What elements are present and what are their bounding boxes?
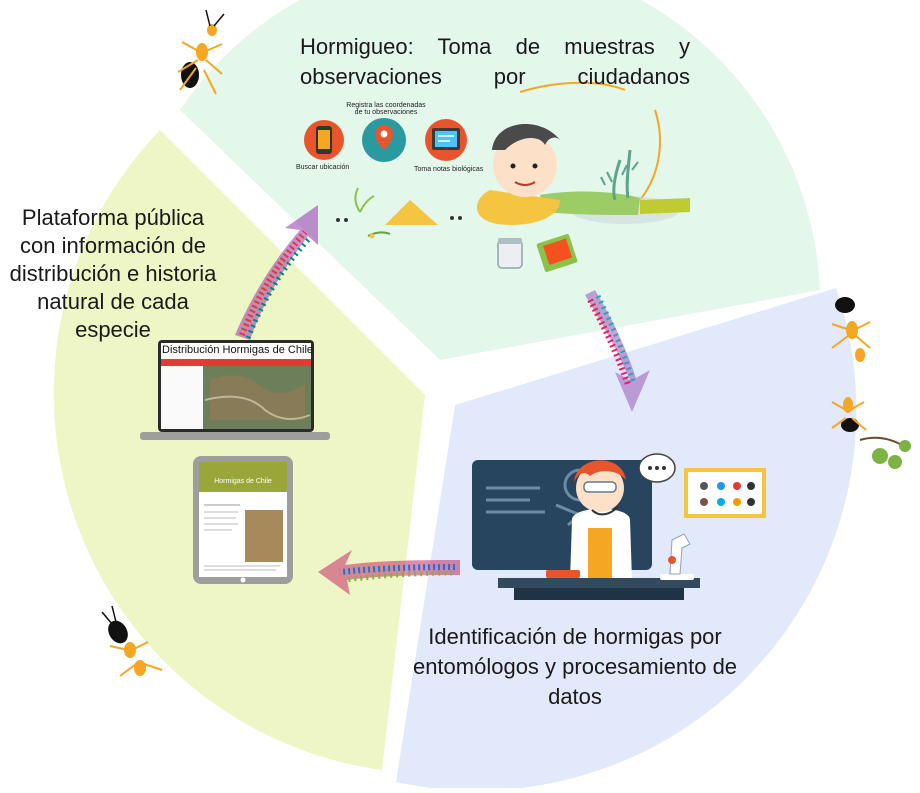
phone-location-icon	[304, 120, 344, 160]
wedge-left	[53, 130, 425, 770]
flow-arrow-left-to-top	[235, 205, 318, 340]
ant-illustration-right	[831, 297, 911, 469]
laptop-illustration	[140, 340, 330, 440]
location-icon-label: Buscar ubicación	[296, 164, 350, 171]
flow-arrow-top-to-right	[585, 290, 650, 412]
notes-icon-label: Toma notas biológicas	[414, 166, 484, 173]
child-observer-illustration	[476, 81, 690, 225]
flow-arrow-right-to-left	[318, 550, 460, 595]
tablet-notes-icon	[425, 119, 467, 161]
ant-illustration-bottom-left	[101, 605, 163, 677]
entomologist-illustration	[472, 453, 766, 600]
specimen-jar-icon	[497, 238, 523, 269]
field-notebook-icon	[536, 234, 578, 272]
coordinates-icon-label: Registra las coordenadas de tu observaci…	[346, 102, 426, 116]
ant-illustration-top-left	[177, 9, 225, 95]
microscope-icon	[660, 533, 694, 580]
tablet-illustration	[193, 456, 293, 584]
section-title-field-sampling: Hormigueo: Toma de muestras y observacio…	[300, 34, 690, 89]
insect-collection-frame	[684, 468, 766, 518]
tablet-screen-title: Hormigas de Chile	[214, 478, 272, 485]
anthill-illustration	[336, 187, 462, 239]
section-title-identification: Identificación de hormigas por entomólog…	[412, 624, 738, 709]
laptop-screen-title: Distribución Hormigas de Chile	[162, 344, 314, 356]
section-title-public-platform: Plataforma pública con información de di…	[9, 205, 217, 342]
map-pin-icon	[362, 118, 406, 162]
